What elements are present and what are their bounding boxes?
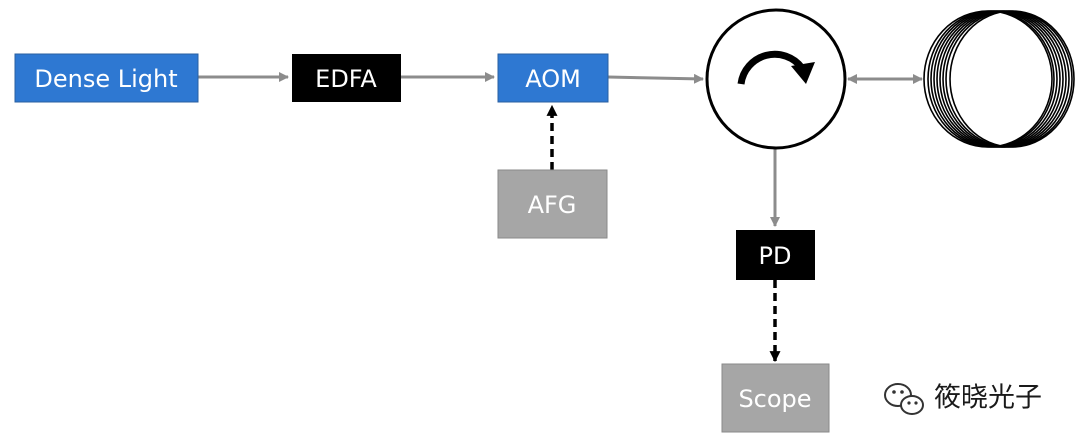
scope-label: Scope (738, 385, 811, 413)
afg-box: AFG (497, 169, 608, 239)
watermark-text: 筱晓光子 (934, 383, 1042, 414)
afg-label: AFG (528, 191, 577, 219)
aom-box: AOM (497, 53, 609, 103)
dense-light-box: Dense Light (14, 53, 199, 103)
edfa-box: EDFA (292, 54, 401, 102)
scope-box: Scope (721, 363, 830, 433)
dense-light-label: Dense Light (34, 65, 177, 93)
pd-box: PD (736, 230, 815, 280)
watermark: 筱晓光子 (884, 383, 1042, 415)
circulator-icon (705, 8, 847, 150)
wechat-icon (884, 383, 924, 415)
fiber-coil-icon (923, 10, 1075, 148)
link-aom-to-circulator (607, 73, 704, 84)
edfa-label: EDFA (315, 65, 377, 93)
pd-label: PD (759, 242, 792, 270)
aom-label: AOM (525, 65, 581, 93)
